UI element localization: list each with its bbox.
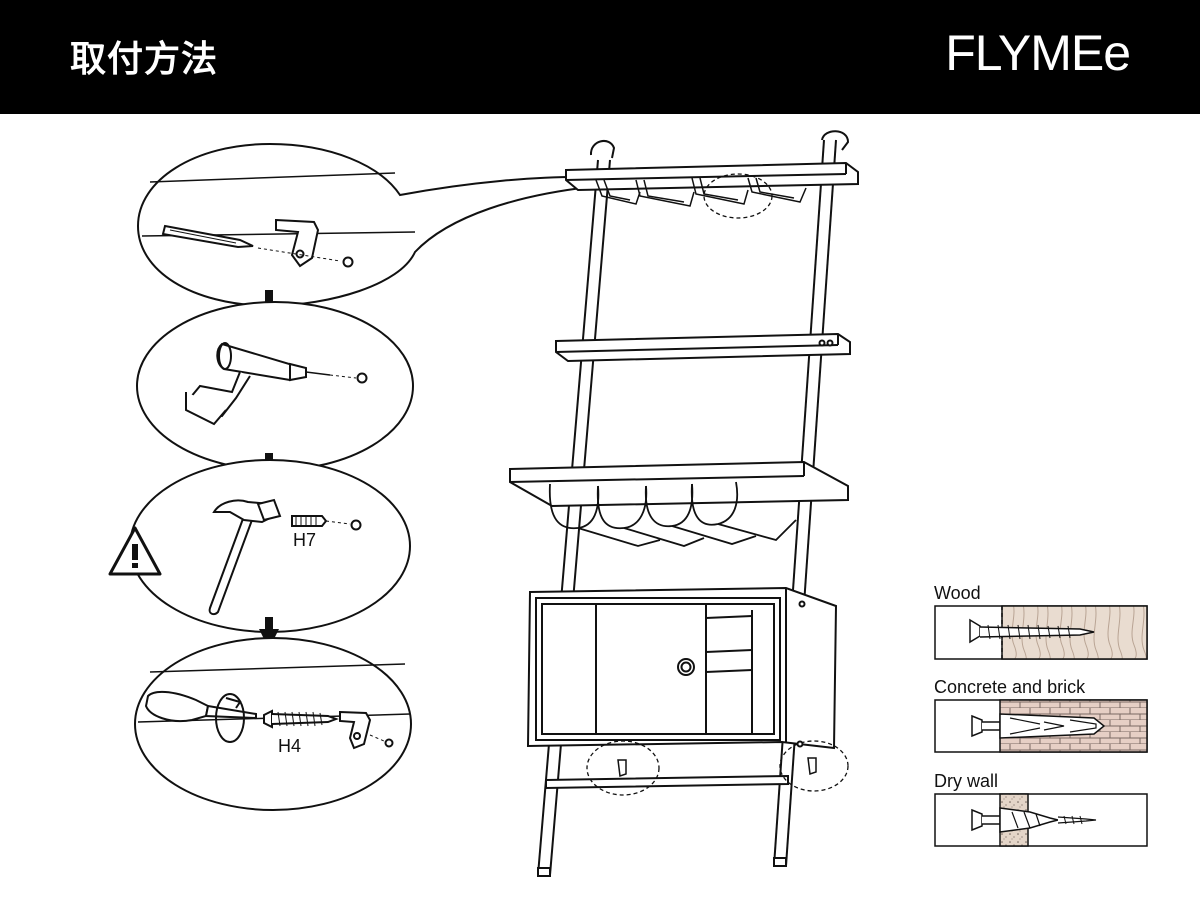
drywall-anchor-icon [971, 807, 1097, 833]
part-label-h4: H4 [278, 736, 302, 756]
wall-type-concrete-label: Concrete and brick [934, 677, 1086, 697]
step3-circle [129, 459, 411, 633]
concrete-panel [934, 699, 1148, 753]
header-bar: 取付方法 FLYMEe [0, 0, 1200, 114]
part-label-h7: H7 [293, 530, 317, 550]
warning-icon [108, 526, 162, 576]
glass-hanger [595, 177, 807, 207]
drywall-panel [934, 793, 1148, 847]
screw-icon [263, 709, 339, 729]
wood-panel [934, 605, 1148, 660]
page-title: 取付方法 [70, 39, 219, 80]
wall-type-drywall-label: Dry wall [934, 771, 999, 791]
screwdriver-icon [144, 690, 257, 743]
step4-circle [134, 637, 412, 811]
drill-icon [185, 342, 331, 426]
pencil-icon [161, 224, 254, 249]
wall-bracket-icon [339, 710, 372, 750]
wall-anchor-icon [291, 515, 328, 527]
wine-rack [548, 481, 797, 547]
step2-circle [136, 301, 414, 471]
wall-type-wood-label: Wood [934, 583, 981, 603]
brand-logo: FLYMEe [945, 25, 1131, 81]
ladder-shelf [509, 130, 859, 877]
wood-screw-icon [969, 618, 1095, 644]
step1-callout [136, 142, 591, 308]
anchor-screw-icon [971, 713, 1106, 739]
hammer-icon [208, 498, 282, 616]
